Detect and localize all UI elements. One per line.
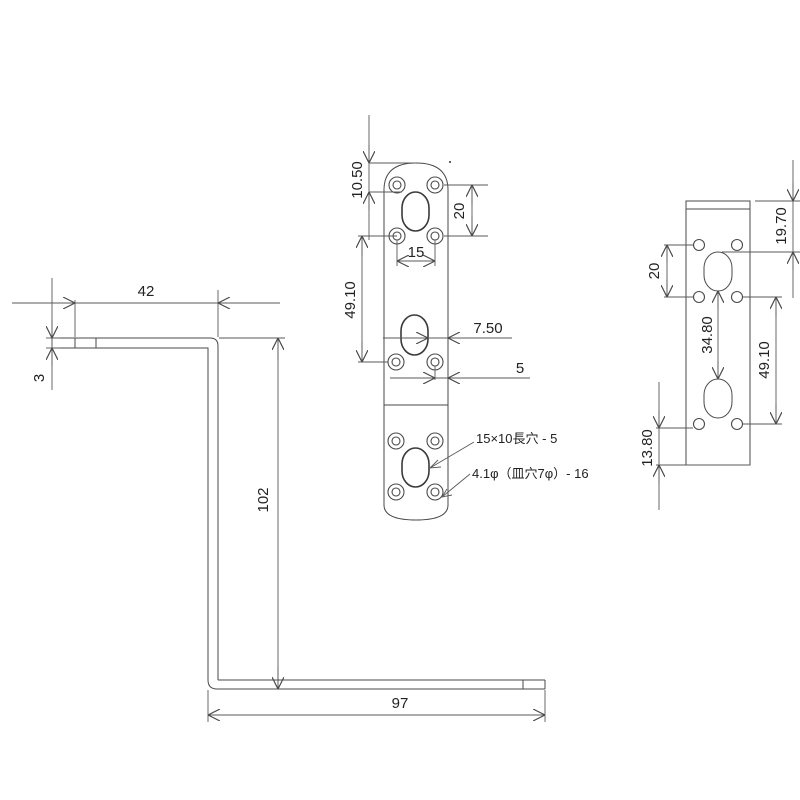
dim-height-label: 102 <box>255 487 272 512</box>
dimension-front-hole-to-hole: 49.10 <box>342 235 397 363</box>
dimension-front-hole-spacing: 15 <box>396 240 436 266</box>
dim-front-top-offset-label: 10.50 <box>349 161 366 199</box>
dim-front-hole-spacing-label: 15 <box>408 244 425 261</box>
dim-end-vertical-pitch-label: 20 <box>646 263 663 280</box>
note-slot-label: 15×10長穴 - 5 <box>476 431 557 446</box>
dim-end-bottom-offset-label: 13.80 <box>639 429 656 467</box>
dimension-front-slot-offset: 7.50 <box>383 320 512 338</box>
dim-front-vertical-pitch-label: 20 <box>451 203 468 220</box>
dimension-front-top-offset: 10.50 <box>349 115 416 240</box>
dimension-front-vertical-pitch: 20 <box>444 184 488 237</box>
front-view-plate <box>383 161 451 521</box>
dim-end-top-offset-label: 19.70 <box>773 207 790 245</box>
dim-bottom-width-label: 97 <box>392 695 409 712</box>
dimension-end-top-offset: 19.70 <box>722 160 800 298</box>
note-hole-label: 4.1φ（皿穴7φ）- 16 <box>472 466 589 481</box>
dimension-front-hole-edge-offset: 5 <box>390 360 530 380</box>
note-hole: 4.1φ（皿穴7φ）- 16 <box>441 466 589 498</box>
dimension-end-bottom-offset: 13.80 <box>639 382 750 510</box>
dimension-top-width: 42 <box>12 283 280 337</box>
dimension-end-hole-to-hole: 49.10 <box>743 296 782 425</box>
note-slot: 15×10長穴 - 5 <box>428 431 557 469</box>
dimension-thickness: 3 <box>31 278 60 390</box>
dim-front-slot-offset-label: 7.50 <box>473 320 502 337</box>
dim-top-width-label: 42 <box>138 283 155 300</box>
dim-front-hole-edge-offset-label: 5 <box>516 360 524 377</box>
dim-thickness-label: 3 <box>31 374 48 382</box>
hole-group-middle <box>387 314 444 371</box>
dimension-bottom-width: 97 <box>207 690 546 722</box>
hole-group-top <box>388 176 444 245</box>
dim-end-hole-to-hole-label: 49.10 <box>756 341 773 379</box>
dimension-end-slot-spacing: 34.80 <box>699 291 718 379</box>
side-view-profile <box>51 337 546 690</box>
dim-end-slot-spacing-label: 34.80 <box>699 316 716 354</box>
dimension-height: 102 <box>219 337 285 689</box>
dimension-end-vertical-pitch: 20 <box>646 244 693 298</box>
hole-group-bottom <box>387 432 444 501</box>
dim-front-hole-to-hole-label: 49.10 <box>342 281 359 319</box>
